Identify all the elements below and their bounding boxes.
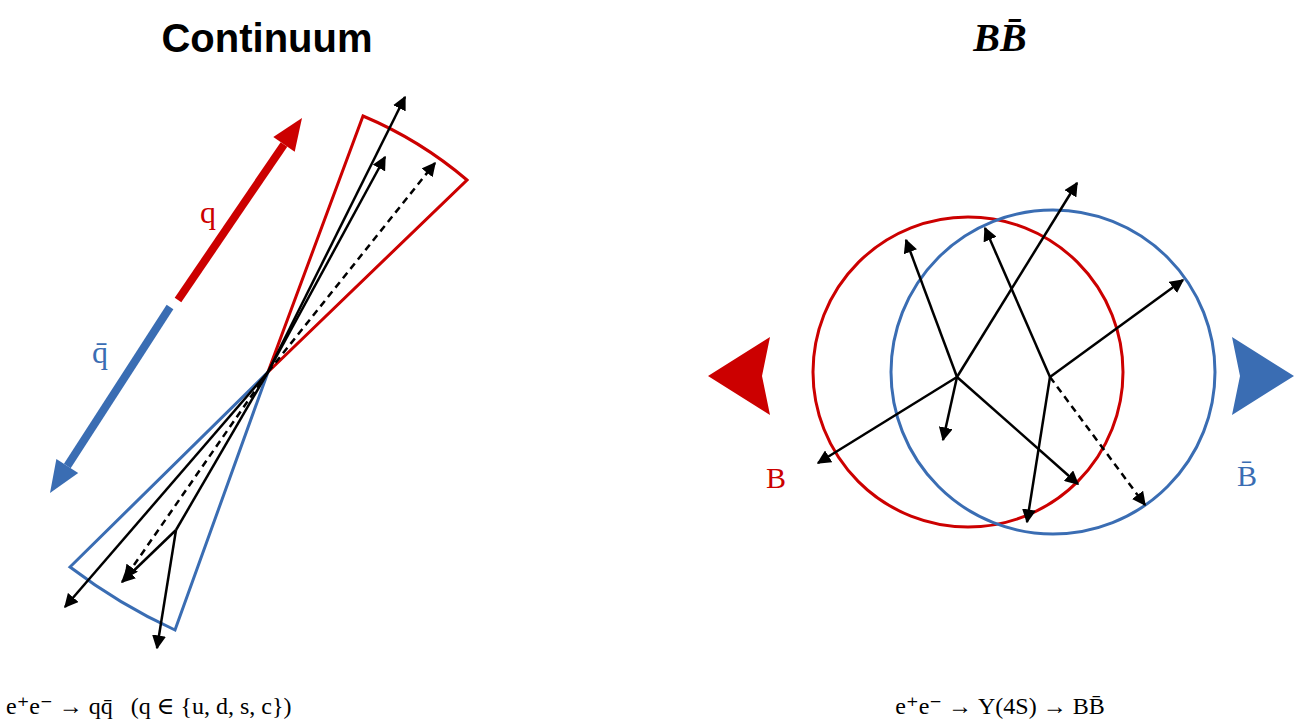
jet-cone — [268, 116, 467, 372]
decay-tracks — [818, 183, 1183, 522]
bbar-direction-arrow — [1232, 337, 1294, 415]
process-formula: e⁺e⁻ → Υ(4S) → BB̄ — [895, 693, 1104, 721]
b-meson-circle — [813, 217, 1123, 527]
bbar-meson-circle — [891, 210, 1215, 534]
quark-arrowhead — [273, 118, 302, 152]
particle-tracks — [65, 97, 435, 648]
jet-cone — [70, 372, 268, 630]
quark-label: q̄ — [92, 334, 108, 371]
panel-heading: BB̄ — [973, 15, 1026, 61]
meson-label: B — [766, 461, 786, 496]
process-formula: e⁺e⁻ → qq̄ (q ∈ {u, d, s, c}) — [6, 693, 291, 721]
b-direction-arrow — [708, 337, 770, 415]
quark-arrow — [178, 144, 284, 300]
antiquark-arrowhead — [50, 459, 78, 493]
quark-label: q — [200, 194, 216, 231]
antiquark-arrow — [67, 307, 170, 466]
panel-heading: Continuum — [161, 15, 372, 61]
meson-label: B̄ — [1237, 459, 1257, 494]
